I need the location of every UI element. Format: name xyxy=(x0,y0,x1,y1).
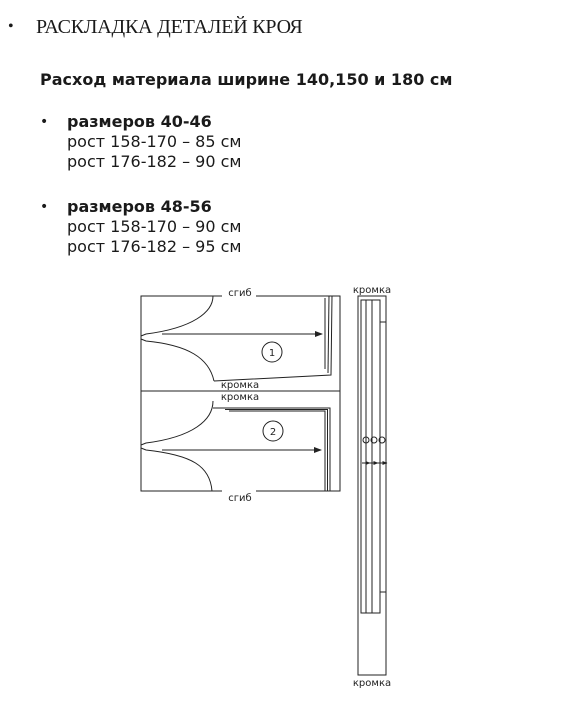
strip-selvedge-label-bottom: кромка xyxy=(353,678,391,689)
fabric-consumption-title: Расход материала ширине 140,150 и 180 см xyxy=(40,70,453,89)
strip-selvedge-label-top: кромка xyxy=(353,285,391,296)
label-mask xyxy=(222,487,256,495)
size-group-line: рост 176-182 – 95 см xyxy=(67,237,242,256)
piece-2-upper-curve xyxy=(140,400,214,446)
piece-2-edge-mid xyxy=(225,409,328,491)
fabric-layout-right xyxy=(357,295,388,676)
list-bullet: • xyxy=(40,199,49,215)
size-group-line: рост 158-170 – 85 см xyxy=(67,132,242,151)
selvedge-label-middle-top: кромка xyxy=(221,380,259,391)
size-group-title: размеров 48-56 xyxy=(67,197,212,216)
piece-1-lower-curve xyxy=(140,338,215,382)
heading-bullet: • xyxy=(8,18,14,35)
piece-1-edge-mid xyxy=(327,295,330,374)
fabric-layout-left xyxy=(140,295,341,492)
strip-marker-circle xyxy=(370,436,378,444)
piece-2-edge-outer xyxy=(213,407,331,491)
size-group-40-46: • размеров 40-46 рост 158-170 – 85 см ро… xyxy=(40,112,241,172)
heading-text: РАСКЛАДКА ДЕТАЛЕЙ КРОЯ xyxy=(36,16,303,38)
strip-marker-circle xyxy=(378,436,386,444)
piece-1-upper-curve xyxy=(140,295,214,337)
size-group-title: размеров 40-46 xyxy=(67,112,212,131)
fold-label-bottom: сгиб xyxy=(228,493,251,504)
size-group-line: рост 158-170 – 90 см xyxy=(67,217,242,236)
piece-2-circle xyxy=(262,420,284,442)
piece-1-edge-outer xyxy=(213,295,333,382)
fold-label-top: сгиб xyxy=(228,288,251,299)
strip-outline xyxy=(357,295,387,676)
size-group-line: рост 176-182 – 90 см xyxy=(67,152,242,171)
piece-2-lower-curve xyxy=(140,447,213,492)
list-bullet: • xyxy=(40,114,49,130)
selvedge-label-middle-bottom: кромка xyxy=(221,392,259,403)
piece-2-number: 2 xyxy=(270,427,276,438)
piece-1-circle xyxy=(261,341,283,363)
size-group-48-56: • размеров 48-56 рост 158-170 – 90 см ро… xyxy=(40,197,241,257)
strip-marker-circle xyxy=(362,436,370,444)
label-mask xyxy=(222,292,256,300)
piece-2-edge-inner xyxy=(229,410,326,491)
strip-piece-outer xyxy=(360,299,381,614)
piece-1-number: 1 xyxy=(269,348,275,359)
page-heading: • РАСКЛАДКА ДЕТАЛЕЙ КРОЯ xyxy=(8,16,303,39)
